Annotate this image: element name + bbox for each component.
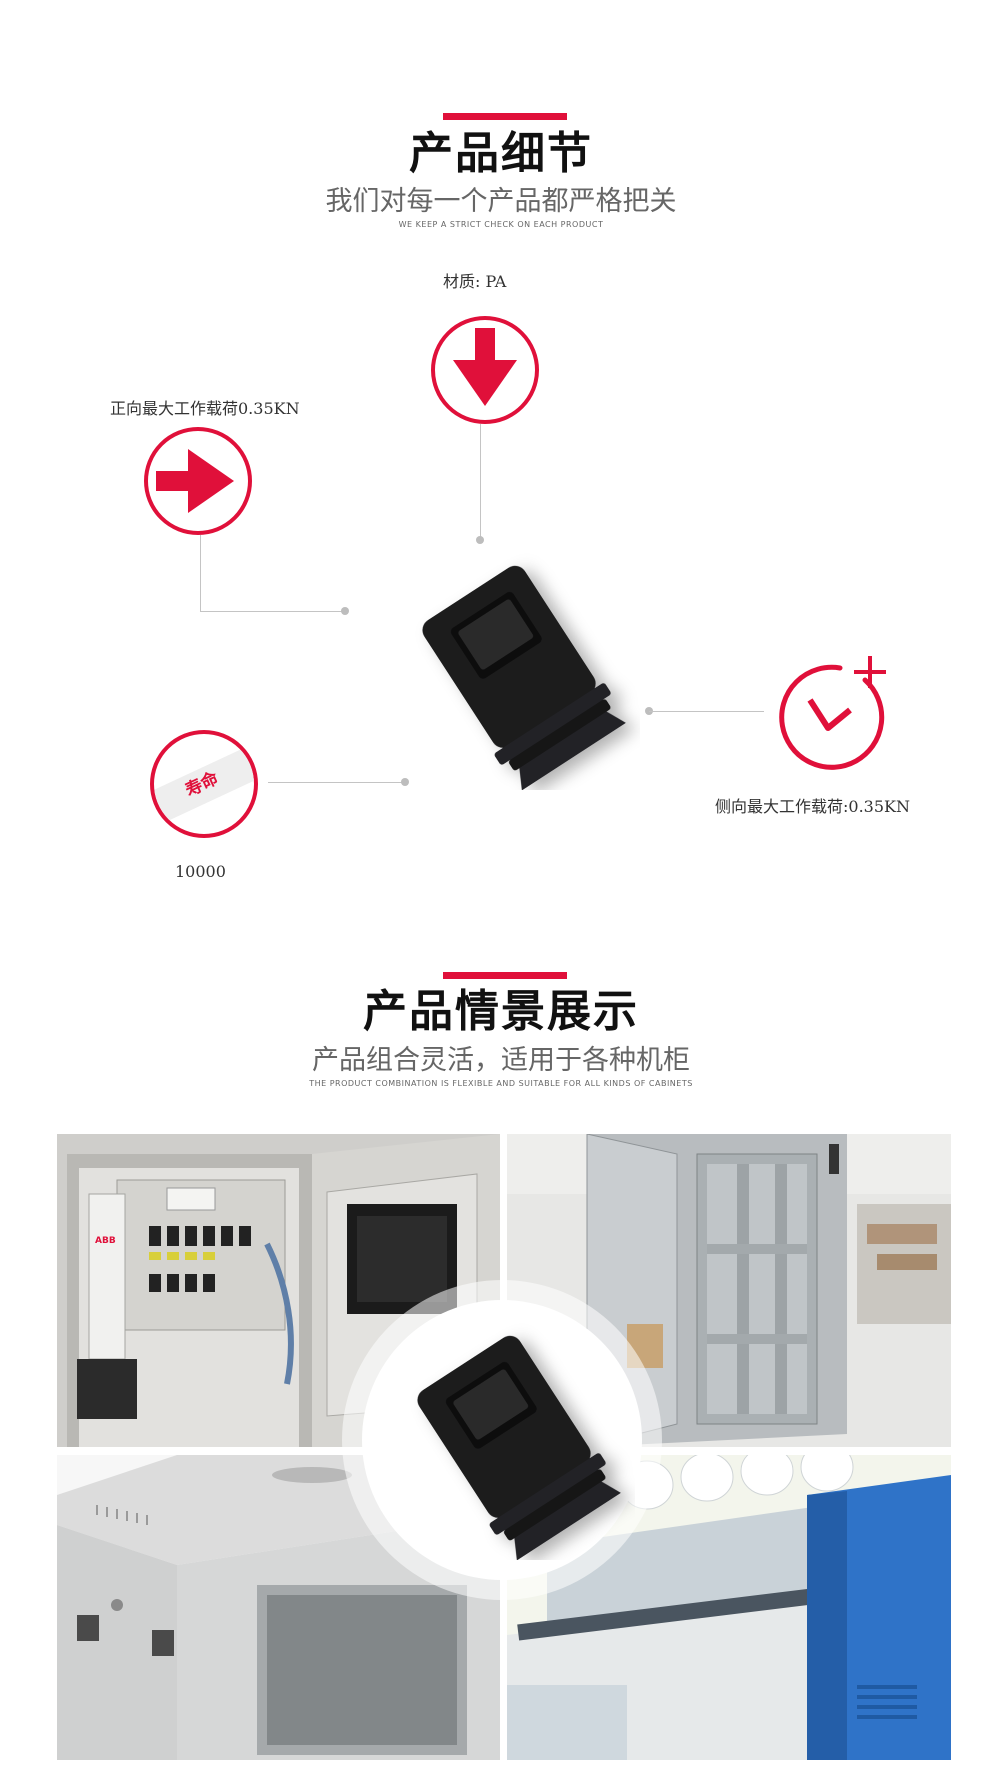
material-connector <box>480 424 481 540</box>
life-value-label: 10000 <box>175 862 226 881</box>
section-scenes-subtitle-en: THE PRODUCT COMBINATION IS FLEXIBLE AND … <box>309 1079 693 1088</box>
section-details-subtitle: 我们对每一个产品都严格把关 <box>325 186 677 217</box>
section-scenes-subtitle: 产品组合灵活，适用于各种机柜 <box>312 1045 690 1076</box>
forward-load-connector-vertical <box>200 535 201 611</box>
material-connector-dot <box>476 536 484 544</box>
forward-load-connector-dot <box>341 607 349 615</box>
material-icon-circle <box>431 316 539 424</box>
arrow-right-icon <box>156 449 234 513</box>
section-details-title: 产品细节 <box>409 128 593 179</box>
forward-load-connector-horizontal <box>200 611 344 612</box>
cabinet-brand-text: ABB <box>95 1236 116 1246</box>
forward-load-icon-circle <box>144 427 252 535</box>
section-scenes-accent-bar <box>443 972 567 979</box>
side-load-connector <box>649 711 764 712</box>
life-connector-dot <box>401 778 409 786</box>
arrow-down-icon <box>453 328 517 406</box>
scene-photo-tall-cabinet <box>507 1134 951 1447</box>
life-icon-circle: 寿命 <box>150 730 258 838</box>
section-scenes-title: 产品情景展示 <box>363 986 639 1037</box>
side-load-label: 侧向最大工作载荷:0.35KN <box>715 797 910 816</box>
forward-load-label: 正向最大工作载荷0.35KN <box>110 399 300 418</box>
life-connector <box>268 782 404 783</box>
section-details-subtitle-en: WE KEEP A STRICT CHECK ON EACH PRODUCT <box>398 220 604 229</box>
material-label: 材质: PA <box>443 272 507 291</box>
scene-product-latch-image <box>417 1335 621 1560</box>
product-latch-image <box>422 565 626 790</box>
section-details-accent-bar <box>443 113 567 120</box>
clock-plus-icon <box>779 656 886 770</box>
